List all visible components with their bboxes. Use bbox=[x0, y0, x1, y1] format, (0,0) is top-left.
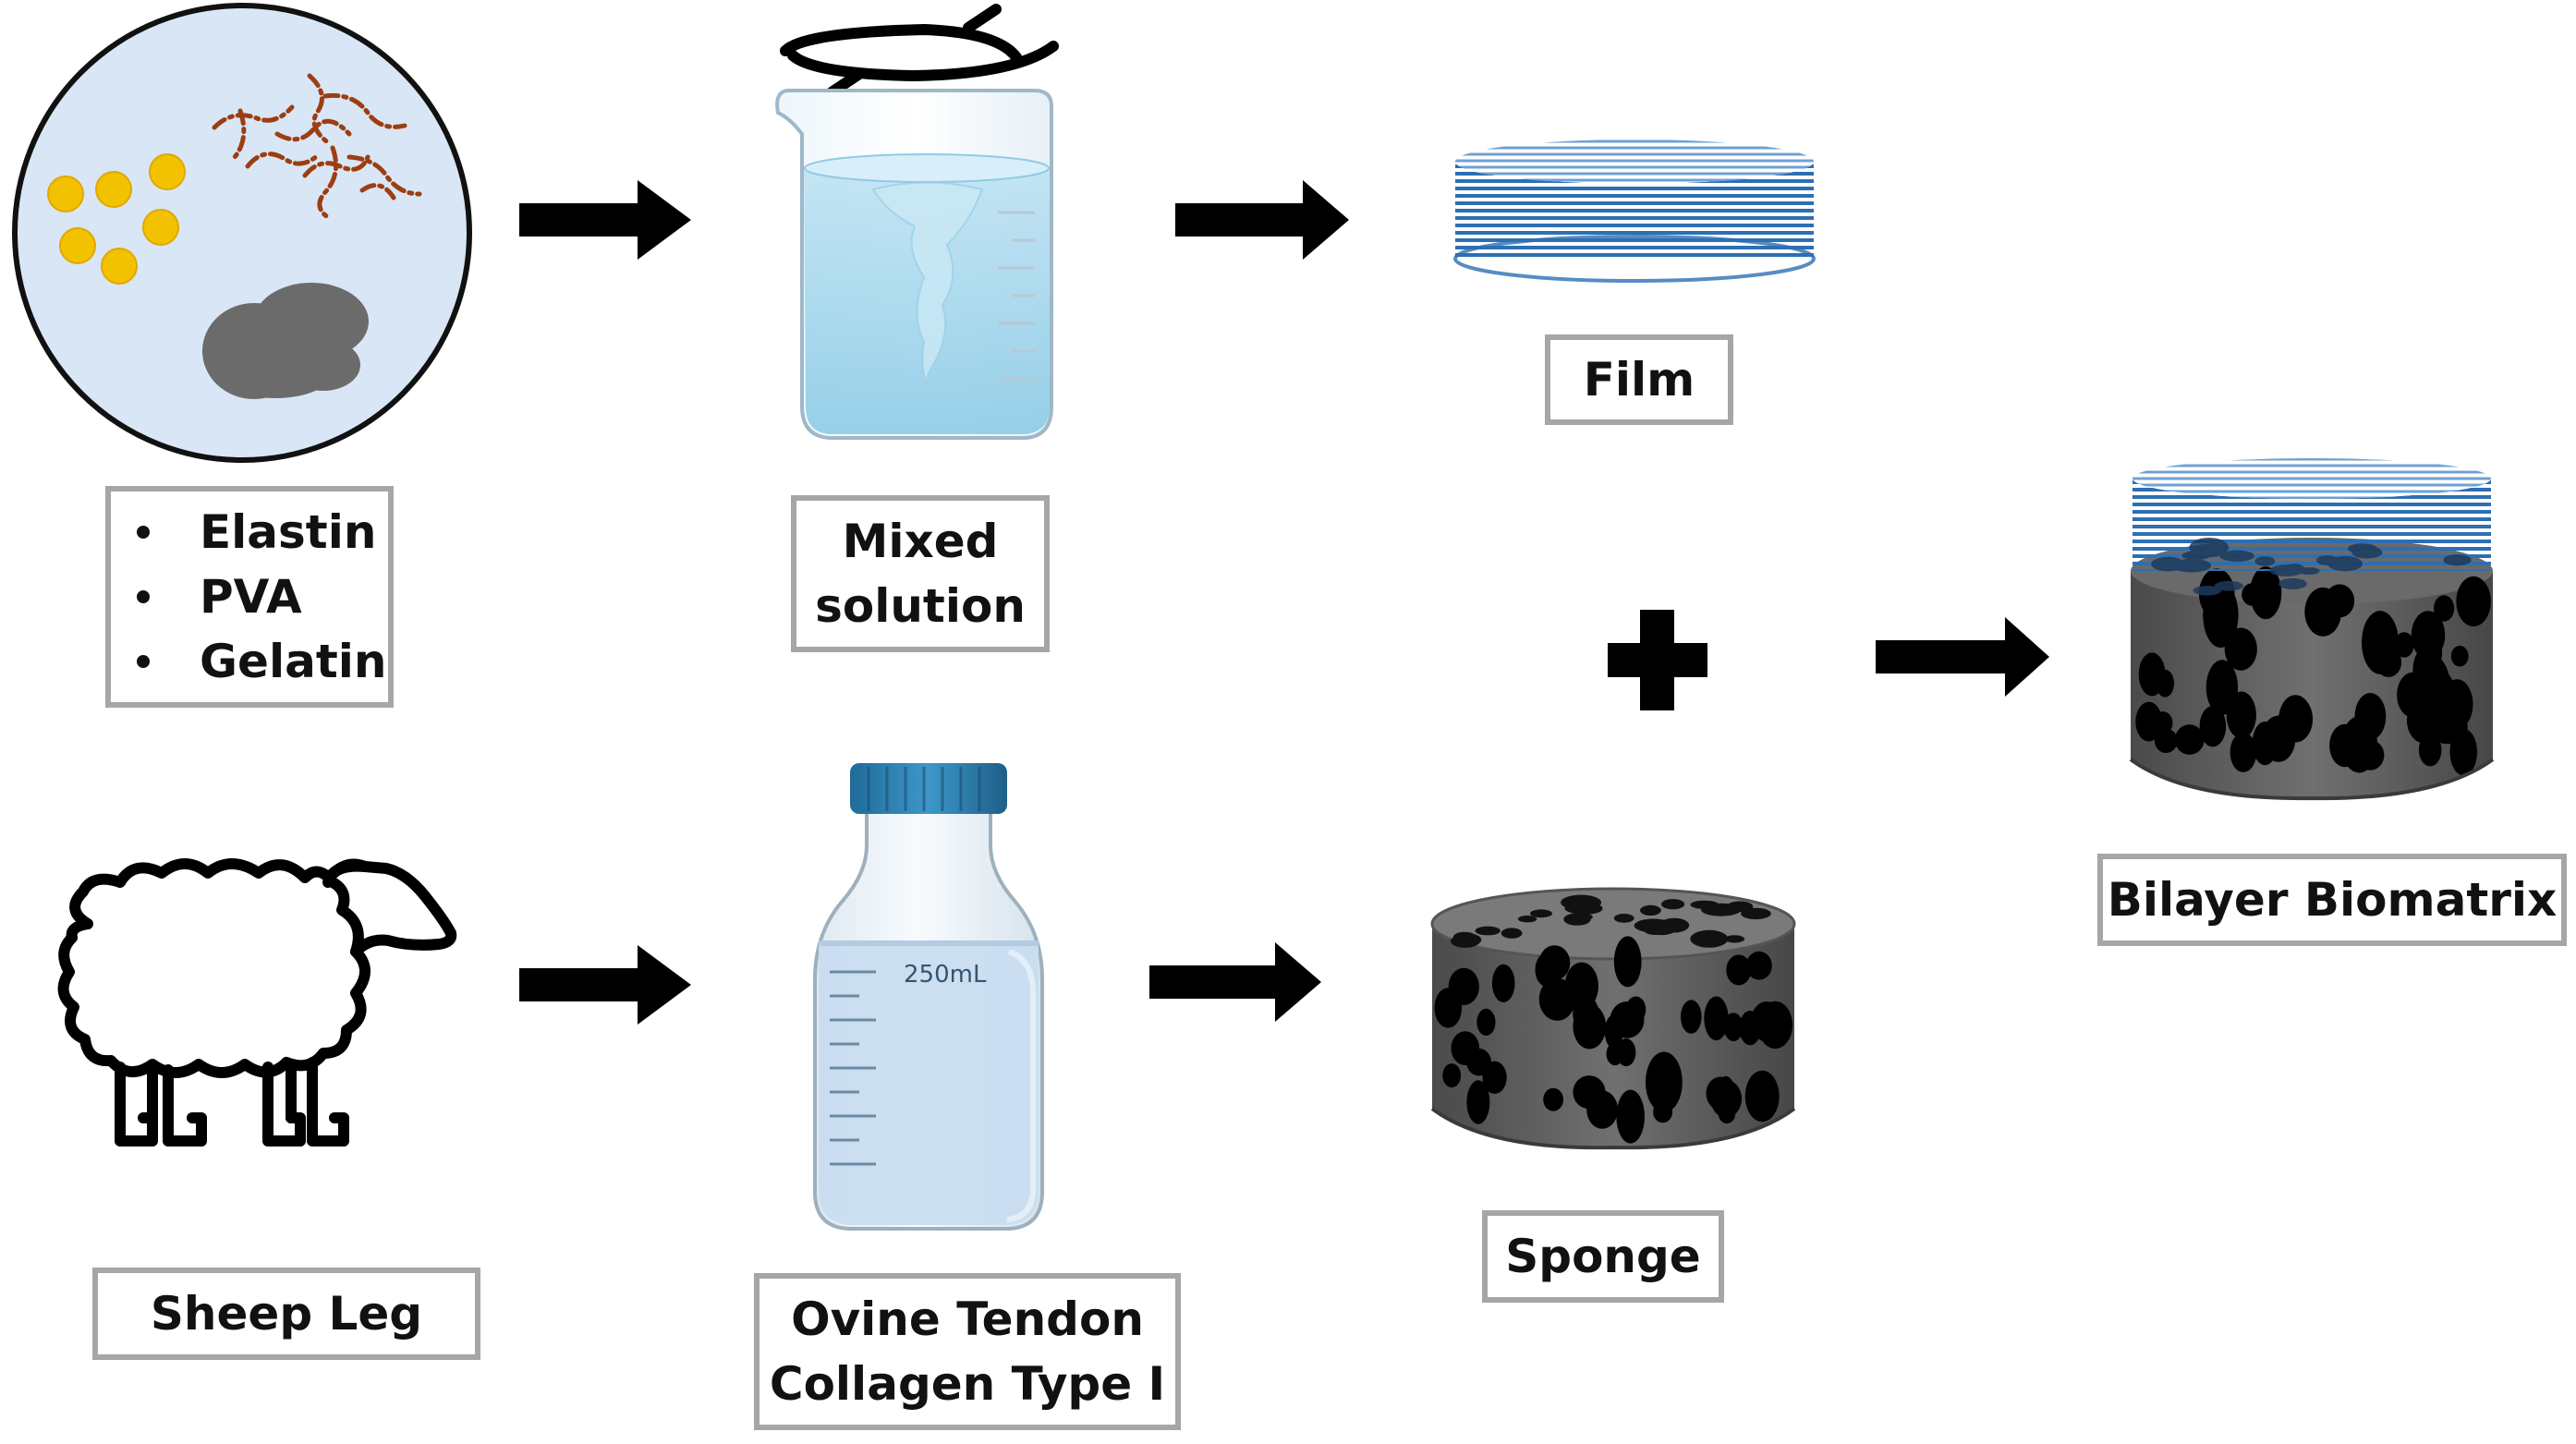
sheep-leg-label: Sheep Leg bbox=[92, 1268, 480, 1360]
bullet-icon bbox=[137, 526, 150, 539]
ingredient-pva: PVA bbox=[200, 570, 302, 624]
gelatin-blob-icon bbox=[202, 283, 369, 399]
arrows bbox=[519, 180, 2049, 1025]
vortex-icon bbox=[871, 181, 984, 389]
beaker-icon bbox=[775, 4, 1059, 440]
bilayer-biomatrix-label: Bilayer Biomatrix bbox=[2097, 854, 2567, 946]
film-disc-icon bbox=[1453, 140, 1816, 283]
label-line: Film bbox=[1583, 353, 1695, 407]
arrow-right-icon bbox=[519, 180, 691, 260]
label-line: Sheep Leg bbox=[150, 1287, 423, 1341]
beaker-graduation bbox=[998, 211, 1035, 381]
bottle-volume-label: 250mL bbox=[904, 961, 987, 989]
list-item: Gelatin bbox=[137, 629, 386, 694]
arrow-right-icon bbox=[1876, 617, 2049, 697]
list-item: Elastin bbox=[137, 500, 376, 564]
arrow-right-icon bbox=[1149, 942, 1321, 1022]
sheep-icon bbox=[57, 858, 457, 1147]
ingredient-gelatin: Gelatin bbox=[200, 635, 387, 688]
bullet-icon bbox=[137, 655, 150, 668]
mixed-solution-label: Mixed solution bbox=[791, 495, 1050, 652]
label-line: Collagen Type I bbox=[769, 1357, 1166, 1411]
film-label: Film bbox=[1545, 334, 1733, 425]
bottle-graduation bbox=[830, 970, 876, 1166]
petri-dish-icon bbox=[12, 3, 472, 463]
arrow-right-icon bbox=[519, 945, 691, 1025]
list-item: PVA bbox=[137, 564, 302, 629]
stirring-icon bbox=[780, 4, 1059, 98]
label-line: Ovine Tendon bbox=[791, 1292, 1144, 1346]
sponge-label: Sponge bbox=[1482, 1210, 1724, 1303]
collagen-bottle-icon: 250mL bbox=[813, 763, 1044, 1231]
label-line: solution bbox=[815, 579, 1026, 633]
sponge-icon bbox=[1430, 887, 1796, 1150]
pva-fibers-icon bbox=[212, 73, 422, 221]
bullet-icon bbox=[137, 590, 150, 603]
plus-icon bbox=[1608, 610, 1707, 710]
arrow-right-icon bbox=[1175, 180, 1349, 260]
elastin-beads-icon bbox=[47, 153, 186, 285]
label-line: Sponge bbox=[1505, 1230, 1701, 1283]
ingredients-list: Elastin PVA Gelatin bbox=[105, 486, 394, 708]
ingredient-elastin: Elastin bbox=[200, 505, 377, 559]
bilayer-biomatrix-icon bbox=[2129, 458, 2495, 801]
label-line: Mixed bbox=[842, 515, 999, 568]
label-line: Bilayer Biomatrix bbox=[2107, 873, 2558, 927]
collagen-label: Ovine Tendon Collagen Type I bbox=[754, 1273, 1181, 1430]
